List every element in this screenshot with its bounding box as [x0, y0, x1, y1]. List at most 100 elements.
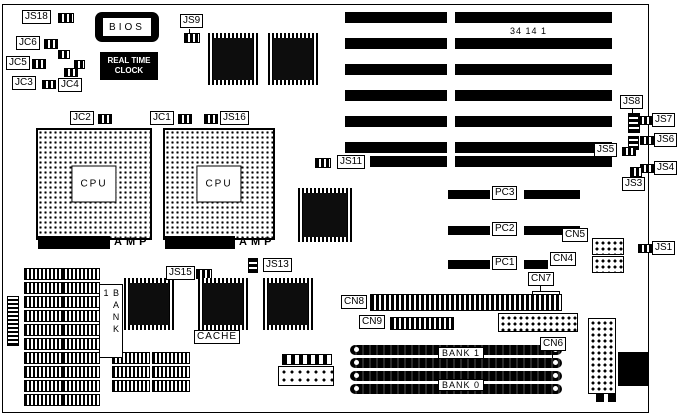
- connector-label-cn6: CN6: [540, 337, 567, 351]
- cn8-header: [370, 294, 562, 311]
- pin-header: [74, 60, 85, 69]
- power-connector: [278, 366, 334, 386]
- expansion-slot: [455, 12, 612, 23]
- rtc-label-line2: CLOCK: [114, 66, 144, 75]
- jumper-label-jc4: JC4: [58, 78, 82, 92]
- bios-chip-label: BIOS: [103, 18, 151, 36]
- qfp-chip: [268, 33, 318, 85]
- dram-bank-side-label: BANK 1: [99, 284, 123, 358]
- js8-leader-line: [632, 109, 633, 113]
- expansion-slot: [455, 116, 612, 127]
- pin-header-grid: [498, 313, 578, 332]
- js13-pin-header: [248, 258, 258, 273]
- expansion-slot: [455, 156, 612, 167]
- expansion-slot: [455, 38, 612, 49]
- pin-header: [282, 354, 332, 365]
- jc1-pin-header: [178, 114, 192, 124]
- dram-dip-chip: [24, 380, 62, 392]
- dram-dip-chip: [62, 394, 100, 406]
- js7-pin-header: [638, 116, 652, 125]
- expansion-slot: [345, 38, 447, 49]
- real-time-clock-chip: REAL TIME CLOCK: [100, 52, 158, 80]
- cache-chip: [263, 278, 313, 330]
- connector-label-cn4: CN4: [550, 252, 577, 266]
- expansion-slot: [345, 12, 447, 23]
- board-part-number: 34 14 1: [510, 26, 548, 36]
- jumper-label-js6: JS6: [654, 133, 678, 147]
- connector-label-pc1: PC1: [492, 256, 518, 270]
- js5-pin-header: [622, 147, 636, 156]
- dram-dip-chip: [62, 282, 100, 294]
- cn7-leader-line: [540, 286, 541, 291]
- js4-pin-header: [640, 164, 654, 173]
- dram-dip-chip: [24, 282, 62, 294]
- jumper-label-js3: JS3: [622, 177, 646, 191]
- js1-pin-header: [638, 244, 652, 253]
- dram-dip-chip: [112, 366, 150, 378]
- jumper-label-jc5: JC5: [6, 56, 30, 70]
- dram-dip-chip: [62, 338, 100, 350]
- dram-dip-chip: [24, 394, 62, 406]
- js16-pin-header: [204, 114, 218, 124]
- cn6-leader-line: [552, 351, 553, 358]
- cpu-label: CPU: [71, 165, 117, 203]
- pc3-connector-bar: [448, 190, 490, 199]
- connector-label-pc3: PC3: [492, 186, 518, 200]
- pc2-connector-bar: [448, 226, 490, 235]
- pc3-connector-bar: [524, 190, 580, 199]
- jumper-label-jc2: JC2: [70, 111, 94, 125]
- dram-dip-chip: [112, 380, 150, 392]
- dram-dip-chip: [62, 324, 100, 336]
- js11-pin-header: [315, 158, 331, 168]
- cn9-header: [390, 317, 454, 330]
- pc2-connector-bar: [524, 226, 580, 235]
- cpu-socket-1: CPU: [36, 128, 152, 240]
- bios-chip: BIOS: [95, 12, 159, 42]
- dram-dip-chip: [24, 324, 62, 336]
- cache-label: CACHE: [194, 330, 241, 344]
- dram-dip-chip: [62, 296, 100, 308]
- jumper-label-jc1: JC1: [150, 111, 174, 125]
- js3-pin-header: [630, 167, 642, 177]
- jumper-label-js13: JS13: [263, 258, 292, 272]
- dram-dip-chip: [152, 380, 190, 392]
- chip: [618, 352, 648, 386]
- js18-pin-header: [58, 13, 74, 23]
- connector-label-cn9: CN9: [359, 315, 386, 329]
- bank1-label: BANK 1: [438, 347, 485, 359]
- jc6-pin-header: [44, 39, 58, 49]
- jumper-label-js15: JS15: [166, 266, 195, 280]
- js9-pin-header: [184, 33, 200, 43]
- pc1-connector-bar: [448, 260, 490, 269]
- jumper-label-js4: JS4: [654, 161, 678, 175]
- amp-label: AMP: [114, 236, 151, 248]
- dram-dip-chip: [24, 366, 62, 378]
- simm-socket: [350, 358, 562, 368]
- edge-connector: [7, 296, 19, 346]
- dram-dip-chip: [62, 352, 100, 364]
- expansion-slot: [455, 142, 612, 153]
- pin-block: [596, 394, 604, 402]
- jc5-pin-header: [32, 59, 46, 69]
- qfp-chip: [208, 33, 258, 85]
- cache-chip: [198, 278, 248, 330]
- expansion-slot: [345, 142, 447, 153]
- jumper-label-js18: JS18: [22, 10, 51, 24]
- connector-label-cn7: CN7: [528, 272, 555, 286]
- jc4-pin-header: [64, 68, 78, 77]
- cpu-socket-2: CPU: [163, 128, 275, 240]
- jumper-label-js16: JS16: [220, 111, 249, 125]
- expansion-slot: [455, 90, 612, 101]
- dram-dip-chip: [24, 310, 62, 322]
- bank0-label: BANK 0: [438, 379, 485, 391]
- amp-connector-bar: [165, 236, 235, 249]
- expansion-slot: [345, 64, 447, 75]
- jumper-label-js1: JS1: [652, 241, 676, 255]
- amp-label: AMP: [239, 236, 276, 248]
- jc3-pin-header: [42, 80, 56, 89]
- dram-dip-chip: [62, 310, 100, 322]
- expansion-slot: [345, 116, 447, 127]
- connector-label-pc2: PC2: [492, 222, 518, 236]
- dram-dip-chip: [24, 338, 62, 350]
- expansion-slot: [345, 90, 447, 101]
